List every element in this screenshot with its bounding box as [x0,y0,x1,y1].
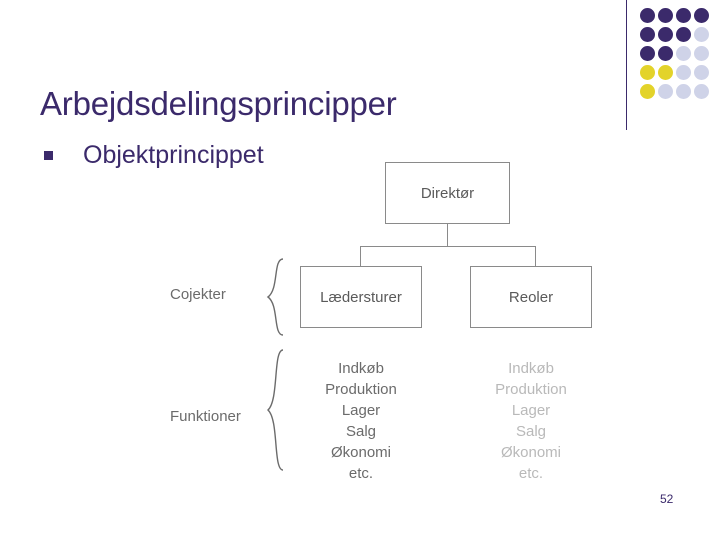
function-item: Produktion [495,381,567,398]
org-node-object-2: Reoler [470,266,592,328]
function-item: Indkøb [508,360,554,377]
function-list-1: Indkøb Produktion Lager Salg Økonomi etc… [291,358,431,484]
decorative-dot [694,65,709,80]
function-item: Salg [345,423,377,440]
decorative-dot [640,84,655,99]
decorative-dot [658,46,673,61]
brace-objects [265,257,287,337]
decorative-dot [640,65,655,80]
org-chart: Direktør Lædersturer Reoler Cojekter Ind… [160,140,620,490]
decorative-dot [676,84,691,99]
page-number: 52 [660,492,674,506]
decorative-dot [640,8,655,23]
decorative-dot [658,65,673,80]
function-item: Økonomi [330,444,392,461]
decorative-dot [658,84,673,99]
decorative-dot [694,27,709,42]
function-item: Indkøb [338,360,384,377]
decorative-dot [676,46,691,61]
function-item: Økonomi [500,444,562,461]
connector-director-down [447,224,448,246]
page-title: Arbejdsdelingsprincipper [40,85,397,123]
side-label-objects: Cojekter [170,286,226,303]
decorative-dot [676,27,691,42]
decorative-dot [658,8,673,23]
function-item: etc. [518,465,544,482]
bullet-item-label: Objektprincippet [83,141,264,169]
connector-to-left-object [360,246,361,266]
function-item: etc. [348,465,374,482]
decorative-dot [676,8,691,23]
decorative-dot [676,65,691,80]
org-node-director: Direktør [385,162,510,224]
decorative-dot [640,46,655,61]
function-item: Lager [341,402,381,419]
side-label-functions: Funktioner [170,408,241,425]
header-vertical-rule [626,0,627,130]
decorative-dot-grid [640,8,712,120]
connector-to-right-object [535,246,536,266]
square-bullet-icon [44,151,53,160]
decorative-dot [694,84,709,99]
org-node-object-1: Lædersturer [300,266,422,328]
decorative-dot [640,27,655,42]
function-item: Produktion [325,381,397,398]
function-item: Lager [511,402,551,419]
function-item: Salg [515,423,547,440]
connector-horizontal-bus [360,246,535,247]
function-list-2: Indkøb Produktion Lager Salg Økonomi etc… [461,358,601,484]
brace-functions [265,348,287,473]
decorative-dot [694,8,709,23]
decorative-dot [658,27,673,42]
bullet-list-item: Objektprincippet [44,140,264,170]
decorative-dot [694,46,709,61]
